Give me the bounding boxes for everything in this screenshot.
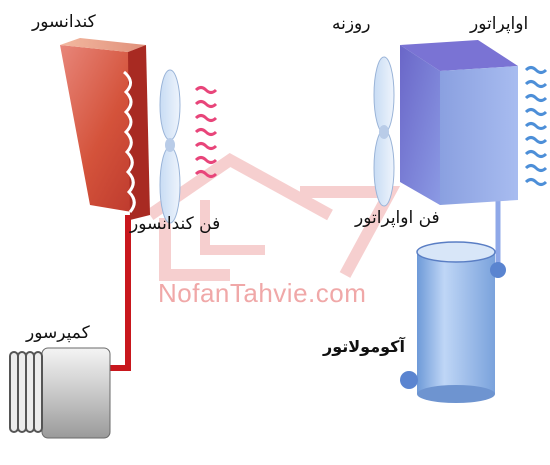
accumulator-label: آکومولاتور xyxy=(323,337,405,356)
nozzle-label: روزنه xyxy=(332,14,371,34)
accumulator-inlet-port xyxy=(400,371,418,389)
evaporator-fan-label: فن اواپراتور xyxy=(355,208,440,228)
compressor-label: کمپرسور xyxy=(26,323,90,343)
hot-line xyxy=(100,215,131,371)
condenser-coil xyxy=(60,38,150,220)
cold-wave-icon xyxy=(524,66,548,186)
condenser-label: کندانسور xyxy=(32,12,96,32)
condenser-fan-label: فن کندانسور xyxy=(130,214,221,234)
watermark-text: NofanTahvie.com xyxy=(158,278,367,308)
condenser-fan-icon xyxy=(159,69,181,224)
evaporator-coil xyxy=(400,40,518,205)
accumulator-tank xyxy=(400,241,506,403)
heat-wave-icon xyxy=(194,86,218,178)
compressor-unit xyxy=(9,347,111,439)
accumulator-top-port xyxy=(490,262,506,278)
evaporator-fan-icon xyxy=(373,56,395,207)
evaporator-label: اواپراتور xyxy=(470,14,529,34)
